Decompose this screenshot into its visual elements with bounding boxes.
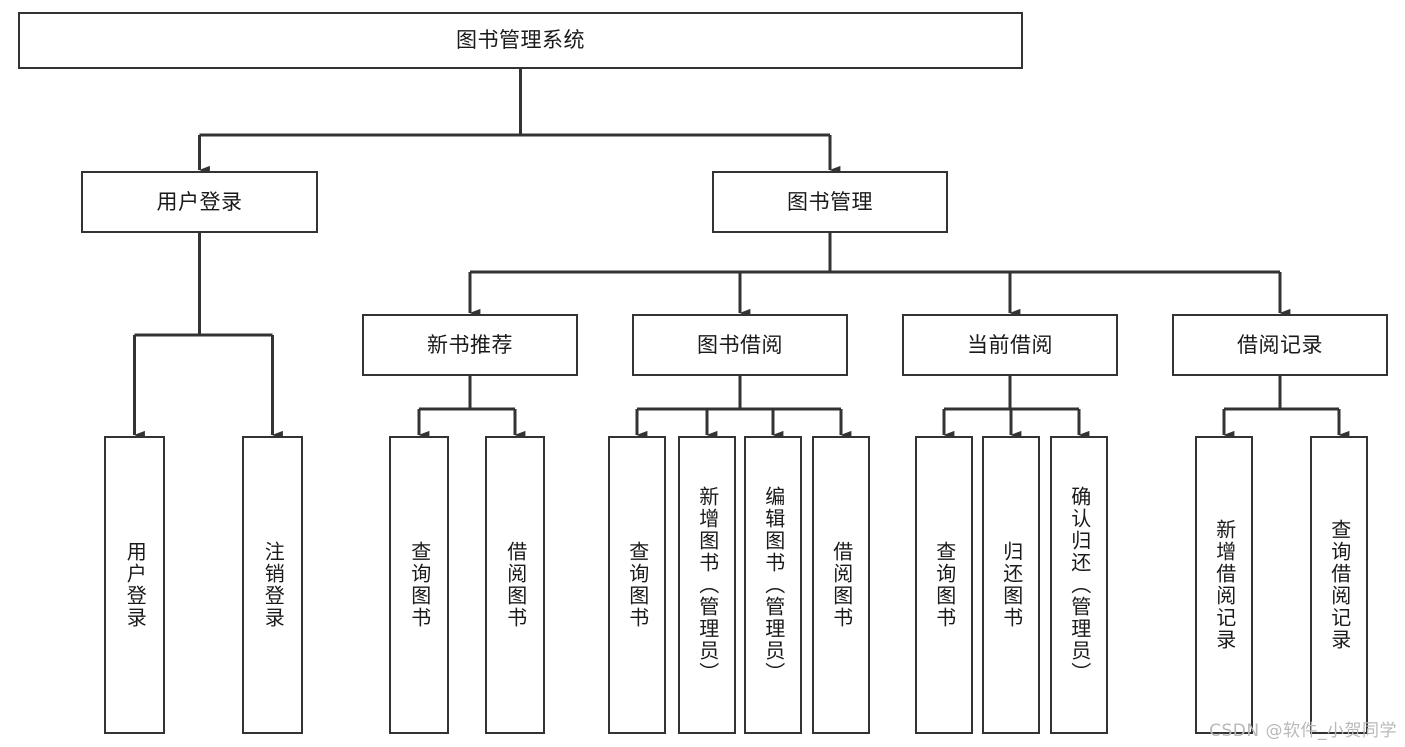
node-leaf-edit-book-label: 编辑图书（管理员）	[761, 486, 786, 684]
node-leaf-query-book-3[interactable]: 查询图书	[915, 436, 973, 734]
node-borrow-record[interactable]: 借阅记录	[1172, 314, 1388, 376]
node-book-manage[interactable]: 图书管理	[712, 171, 948, 233]
node-user-login[interactable]: 用户登录	[81, 171, 318, 233]
node-leaf-add-record-label: 新增借阅记录	[1212, 519, 1237, 651]
node-current-borrow-label: 当前借阅	[967, 332, 1053, 357]
node-leaf-borrow-book-2[interactable]: 借阅图书	[812, 436, 870, 734]
node-new-book-rec[interactable]: 新书推荐	[362, 314, 578, 376]
node-leaf-borrow-book-2-label: 借阅图书	[829, 541, 854, 629]
node-root[interactable]: 图书管理系统	[18, 12, 1023, 69]
node-leaf-borrow-book-1-label: 借阅图书	[503, 541, 528, 629]
node-leaf-query-book-1-label: 查询图书	[407, 541, 432, 629]
node-borrow-record-label: 借阅记录	[1237, 332, 1323, 357]
node-leaf-query-book-2-label: 查询图书	[625, 541, 650, 629]
node-leaf-user-logout[interactable]: 注销登录	[242, 436, 303, 734]
node-leaf-add-record[interactable]: 新增借阅记录	[1195, 436, 1253, 734]
node-book-manage-label: 图书管理	[787, 189, 873, 214]
node-current-borrow[interactable]: 当前借阅	[902, 314, 1118, 376]
node-leaf-query-record-label: 查询借阅记录	[1327, 519, 1352, 651]
watermark: CSDN @软件_小贺同学	[1209, 721, 1397, 741]
node-user-login-label: 用户登录	[156, 189, 243, 214]
node-leaf-edit-book[interactable]: 编辑图书（管理员）	[744, 436, 802, 734]
node-leaf-confirm-return-label: 确认归还（管理员）	[1067, 486, 1092, 684]
node-new-book-rec-label: 新书推荐	[427, 332, 513, 357]
node-leaf-add-book-label: 新增图书（管理员）	[695, 486, 720, 684]
node-leaf-query-book-3-label: 查询图书	[932, 541, 957, 629]
node-root-label: 图书管理系统	[456, 28, 585, 53]
node-leaf-user-logout-label: 注销登录	[261, 541, 286, 629]
node-leaf-add-book[interactable]: 新增图书（管理员）	[678, 436, 736, 734]
node-book-borrow-label: 图书借阅	[697, 332, 783, 357]
node-leaf-query-book-1[interactable]: 查询图书	[389, 436, 449, 734]
node-leaf-confirm-return[interactable]: 确认归还（管理员）	[1050, 436, 1108, 734]
node-leaf-return-book-label: 归还图书	[999, 541, 1024, 629]
node-leaf-query-record[interactable]: 查询借阅记录	[1310, 436, 1368, 734]
node-leaf-user-login[interactable]: 用户登录	[104, 436, 165, 734]
node-leaf-user-login-label: 用户登录	[123, 541, 148, 629]
node-book-borrow[interactable]: 图书借阅	[632, 314, 848, 376]
node-leaf-borrow-book-1[interactable]: 借阅图书	[485, 436, 545, 734]
node-leaf-query-book-2[interactable]: 查询图书	[608, 436, 666, 734]
node-leaf-return-book[interactable]: 归还图书	[982, 436, 1040, 734]
